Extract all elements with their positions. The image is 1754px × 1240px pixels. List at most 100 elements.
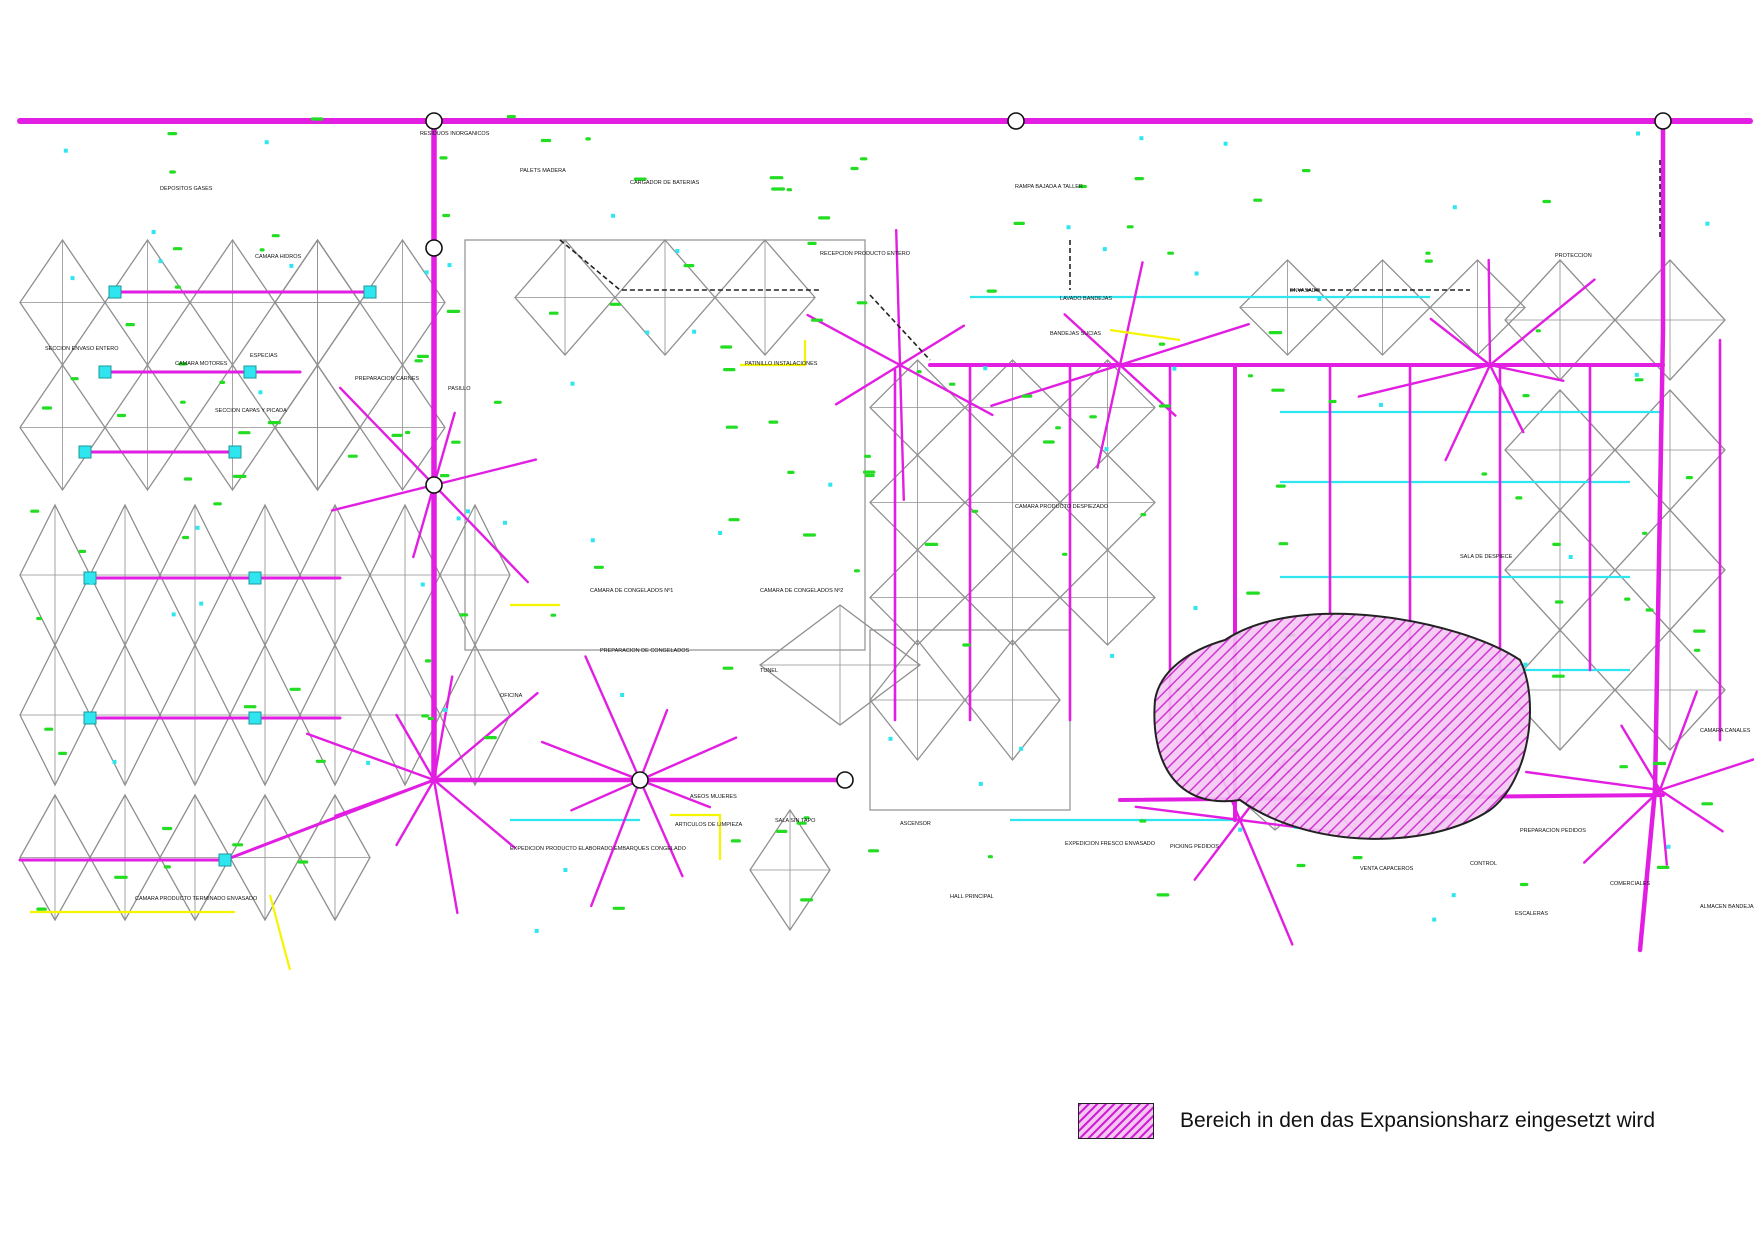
green-pipe-tag [1619,765,1628,769]
cyan-drain-point [1705,221,1710,226]
green-pipe-tag [36,907,47,911]
green-pipe-tag [421,714,429,718]
room-label: SALA SIN TAPO [775,818,816,824]
drain-pipe [1063,313,1122,367]
green-pipe-tag [803,533,816,537]
green-pipe-tag [1278,542,1289,546]
cyan-drain-point [1634,372,1639,377]
drain-pipe [1658,788,1724,833]
green-pipe-tag [183,477,193,481]
drain-pipe [1488,278,1596,367]
green-pipe-tag [169,170,176,174]
room-label: SALA DE DESPIECE [1460,554,1513,560]
yellow-note-stroke [740,340,807,367]
legend: Bereich in den das Expansionsharz einges… [1078,1103,1655,1139]
green-pipe-tag [771,187,785,191]
green-pipe-tag [962,643,971,647]
drain-pipe [1357,363,1492,398]
green-pipe-tag [768,420,779,424]
green-pipe-tag [174,285,181,289]
drain-pipe [305,732,436,782]
green-pipe-tag [1043,440,1055,444]
green-pipe-tag [986,289,997,293]
dashed-connector [869,294,931,361]
green-pipe-tag [725,425,738,429]
drain-pipe [1620,724,1662,792]
green-pipe-tag [315,759,326,763]
cyan-drain-point [645,330,650,335]
room-label: CAMARA MOTORES [175,361,228,367]
yellow-note-stroke [1109,328,1181,342]
cyan-drain-point [1379,402,1383,407]
legend-label: Bereich in den das Expansionsharz einges… [1180,1109,1656,1132]
dashed-connector [559,239,820,291]
room-label: EXPEDICION FRESCO ENVASADO [1065,841,1156,847]
green-pipe-tag [78,549,87,553]
green-pipe-tag [803,816,810,820]
green-pipe-tag [924,542,939,546]
black-dashed-connections [559,160,1661,361]
green-pipe-tag [683,264,695,268]
green-pipe-tag [864,473,875,478]
cyan-drain-point [1452,205,1457,210]
room-label: PREPARACION PEDIDOS [1520,828,1586,834]
cyan-manhole [363,285,377,299]
cyan-drain-point [112,759,117,764]
green-pipe-tag [1481,472,1488,476]
cyan-drain-point [1104,447,1109,452]
drain-pipe [540,740,642,782]
room-label: OFICINA [500,693,523,699]
room-label: TUNEL [760,668,778,674]
green-pipe-tag [1645,608,1654,612]
cyan-drain-point [1193,606,1198,610]
cyan-drain-point [1432,917,1437,922]
green-pipe-tag [58,751,67,755]
room-label: PREPARACION CARNES [355,376,419,382]
cyan-drain-point [171,612,176,617]
cyan-drain-point [70,276,75,281]
green-pipe-tag [818,216,831,220]
cyan-drain-point [1568,555,1573,559]
room-label: PATINILLO INSTALACIONES [745,361,818,367]
green-pipe-tag [439,156,448,160]
green-pipe-tag [1535,329,1541,333]
drain-pipe [432,675,454,782]
drain-pipe [1118,261,1144,367]
green-pipe-tag [427,716,434,721]
green-pipe-tag [405,430,411,435]
green-pipe-tag [728,518,740,522]
green-pipe-tag [259,248,265,252]
green-pipe-tag [1554,600,1564,604]
drain-pipe [334,778,436,818]
green-pipe-tag [41,406,53,410]
cyan-drain-point [366,760,371,765]
green-pipe-tag [1624,597,1631,601]
room-label: VENTA CAPACEROS [1360,866,1414,872]
cyan-drain-point [590,538,595,543]
cyan-manhole [248,711,262,725]
drain-pipe [1658,690,1698,792]
cyan-manhole [218,853,232,867]
green-pipe-tag [424,659,432,663]
green-pipe-tag [1055,426,1061,430]
drain-pipe [395,713,436,782]
junction-node [425,476,443,494]
green-pipe-tag [446,309,461,313]
cyan-drain-point [1110,653,1115,658]
room-label: LAVADO BANDEJAS [1060,296,1112,302]
drain-pipe [395,778,436,847]
drain-pipe [1193,818,1242,881]
green-pipe-tag [232,474,247,478]
green-pipe-tag [1296,863,1306,868]
green-pipe-tag [1268,331,1283,335]
green-pipe-tag [1253,198,1263,202]
green-pipe-tag [1275,484,1286,488]
cyan-drain-point [420,582,425,587]
green-pipe-tag [1519,882,1529,887]
cyan-drain-point [718,531,723,535]
green-pipe-tag [1021,394,1033,398]
junction-node [631,771,649,789]
green-pipe-tag [868,849,880,853]
room-label: CAMARA PRODUCTO DESPIEZADO [1015,504,1109,510]
cyan-drain-point [158,259,163,264]
